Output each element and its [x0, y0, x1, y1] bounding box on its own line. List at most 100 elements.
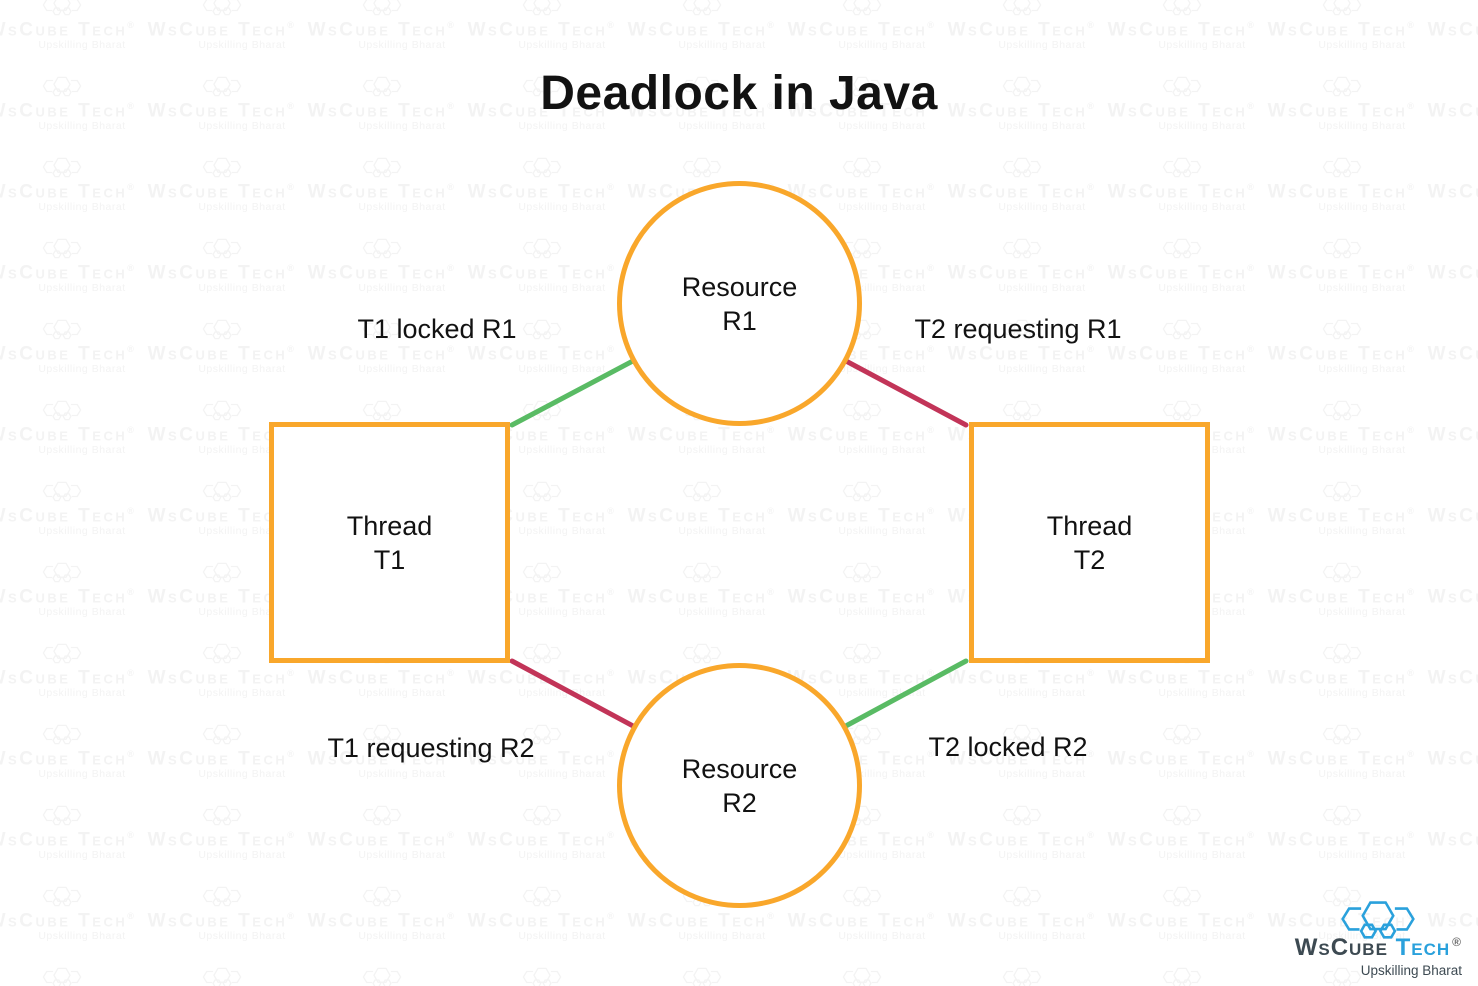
hexagons-watermark-icon: [842, 643, 882, 664]
watermark-unit: WsCube Tech®Upskilling Bharat: [1262, 75, 1422, 156]
logo-text-wscube: WsCube: [1294, 934, 1388, 961]
node-resource-r1-line1: Resource: [681, 271, 798, 302]
watermark-brand-text: WsCube Tech®: [0, 829, 137, 851]
watermark-tagline: Upskilling Bharat: [38, 930, 126, 943]
watermark-tagline: Upskilling Bharat: [838, 120, 926, 133]
edge-line-t2-locked-r2: [828, 658, 969, 737]
hexagons-watermark-icon: [1002, 0, 1042, 16]
hexagons-watermark-icon: [362, 400, 402, 421]
hexagons-watermark-icon: [42, 157, 82, 178]
watermark-tagline: Upskilling Bharat: [1318, 687, 1406, 700]
watermark-tagline: Upskilling Bharat: [1318, 201, 1406, 214]
watermark-brand-text: WsCube Tech®: [947, 829, 1097, 851]
watermark-tagline: Upskilling Bharat: [1158, 768, 1246, 781]
hexagons-watermark-icon: [1002, 157, 1042, 178]
watermark-tagline: Upskilling Bharat: [198, 930, 286, 943]
hexagons-watermark-icon: [842, 967, 882, 986]
hexagons-watermark-icon: [842, 76, 882, 97]
watermark-brand-text: WsCube Tech®: [1267, 19, 1417, 41]
watermark-unit: WsCube Tech®Upskilling Bharat: [1422, 156, 1478, 237]
logo-tagline: Upskilling Bharat: [1360, 963, 1462, 978]
watermark-tagline: Upskilling Bharat: [38, 768, 126, 781]
hexagons-watermark-icon: [42, 967, 82, 986]
hexagons-watermark-icon: [42, 643, 82, 664]
watermark-tagline: Upskilling Bharat: [38, 363, 126, 376]
hexagons-watermark-icon: [1322, 724, 1362, 745]
watermark-brand-text: WsCube Tech®: [147, 100, 297, 122]
watermark-tagline: Upskilling Bharat: [1158, 39, 1246, 52]
watermark-brand-text: WsCube Tech®: [0, 586, 137, 608]
watermark-brand-text: WsCube Tech®: [1427, 181, 1478, 203]
hexagons-watermark-icon: [1162, 238, 1202, 259]
watermark-brand-text: WsCube Tech®: [947, 748, 1097, 770]
edge-label-t2-requesting-r1: T2 requesting R1: [914, 314, 1122, 344]
watermark-tagline: Upskilling Bharat: [678, 930, 766, 943]
watermark-tagline: Upskilling Bharat: [1318, 606, 1406, 619]
watermark-brand-text: WsCube Tech®: [1427, 829, 1478, 851]
edge-line-t2-requesting-r1: [828, 350, 969, 428]
watermark-unit: WsCube Tech®Upskilling Bharat: [942, 723, 1102, 804]
hexagons-watermark-icon: [202, 805, 242, 826]
hexagons-watermark-icon: [362, 76, 402, 97]
watermark-brand-text: WsCube Tech®: [627, 586, 777, 608]
watermark-tagline: Upskilling Bharat: [358, 201, 446, 214]
hexagons-watermark-icon: [202, 400, 242, 421]
hexagons-watermark-icon: [42, 76, 82, 97]
watermark-unit: WsCube Tech®Upskilling Bharat: [0, 156, 142, 237]
watermark-brand-text: WsCube Tech®: [0, 181, 137, 203]
watermark-tagline: Upskilling Bharat: [1318, 363, 1406, 376]
watermark-unit: WsCube Tech®Upskilling Bharat: [302, 75, 462, 156]
watermark-unit: WsCube Tech®Upskilling Bharat: [1102, 804, 1262, 885]
watermark-tagline: Upskilling Bharat: [1158, 687, 1246, 700]
watermark-tagline: Upskilling Bharat: [678, 525, 766, 538]
watermark-tagline: Upskilling Bharat: [838, 525, 926, 538]
watermark-unit: WsCube Tech®Upskilling Bharat: [0, 642, 142, 723]
hexagons-watermark-icon: [682, 76, 722, 97]
watermark-brand-text: WsCube Tech®: [787, 181, 937, 203]
watermark-tagline: Upskilling Bharat: [38, 444, 126, 457]
watermark-unit: WsCube Tech®Upskilling Bharat: [1422, 561, 1478, 642]
watermark-unit: WsCube Tech®Upskilling Bharat: [1422, 237, 1478, 318]
hexagons-watermark-icon: [202, 0, 242, 16]
node-resource-r2-line1: Resource: [681, 753, 798, 784]
watermark-unit: WsCube Tech®Upskilling Bharat: [782, 480, 942, 561]
watermark-tagline: Upskilling Bharat: [838, 201, 926, 214]
watermark-unit: WsCube Tech®Upskilling Bharat: [942, 156, 1102, 237]
watermark-brand-text: WsCube Tech®: [467, 181, 617, 203]
watermark-brand-text: WsCube Tech®: [1427, 586, 1478, 608]
hexagons-watermark-icon: [842, 400, 882, 421]
watermark-unit: WsCube Tech®Upskilling Bharat: [942, 75, 1102, 156]
watermark-tagline: Upskilling Bharat: [358, 849, 446, 862]
watermark-brand-text: WsCube Tech®: [787, 100, 937, 122]
logo-brand-text: WsCube Tech®: [1295, 934, 1462, 962]
hexagons-watermark-icon: [1002, 805, 1042, 826]
watermark-brand-text: WsCube Tech®: [1107, 262, 1257, 284]
watermark-unit: WsCube Tech®Upskilling Bharat: [1422, 723, 1478, 804]
hexagons-watermark-icon: [1162, 76, 1202, 97]
watermark-unit: WsCube Tech®Upskilling Bharat: [1102, 156, 1262, 237]
watermark-unit: WsCube Tech®Upskilling Bharat: [1102, 0, 1262, 75]
hexagons-watermark-icon: [842, 481, 882, 502]
hexagons-watermark-icon: [522, 643, 562, 664]
watermark-unit: WsCube Tech®Upskilling Bharat: [1102, 237, 1262, 318]
watermark-unit: WsCube Tech®Upskilling Bharat: [142, 561, 302, 642]
watermark-unit: WsCube Tech®Upskilling Bharat: [142, 966, 302, 986]
watermark-brand-text: WsCube Tech®: [0, 262, 137, 284]
watermark-brand-text: WsCube Tech®: [147, 748, 297, 770]
watermark-unit: WsCube Tech®Upskilling Bharat: [782, 561, 942, 642]
watermark-unit: WsCube Tech®Upskilling Bharat: [302, 723, 462, 804]
watermark-unit: WsCube Tech®Upskilling Bharat: [622, 885, 782, 966]
watermark-brand-text: WsCube Tech®: [0, 748, 137, 770]
node-thread-t1: Thread T1: [269, 422, 510, 663]
watermark-unit: WsCube Tech®Upskilling Bharat: [782, 75, 942, 156]
watermark-tagline: Upskilling Bharat: [358, 930, 446, 943]
watermark-brand-text: WsCube Tech®: [307, 262, 457, 284]
watermark-unit: WsCube Tech®Upskilling Bharat: [142, 156, 302, 237]
watermark-brand-text: WsCube Tech®: [1267, 100, 1417, 122]
watermark-unit: WsCube Tech®Upskilling Bharat: [462, 0, 622, 75]
node-thread-t2-line1: Thread: [1046, 510, 1133, 541]
node-resource-r1: Resource R1: [617, 181, 862, 426]
watermark-unit: WsCube Tech®Upskilling Bharat: [0, 885, 142, 966]
watermark-unit: WsCube Tech®Upskilling Bharat: [142, 75, 302, 156]
watermark-unit: WsCube Tech®Upskilling Bharat: [1262, 237, 1422, 318]
